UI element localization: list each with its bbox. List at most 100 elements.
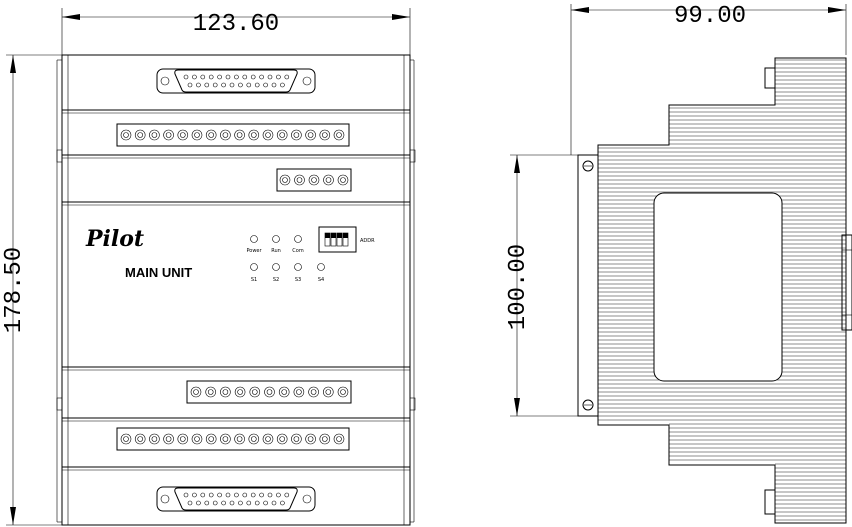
db-pin [242,74,248,80]
db-pin [259,74,264,80]
terminal-screw-head [137,132,143,138]
terminal-screw-head [293,436,300,442]
terminal-screw-head [222,132,229,138]
terminal-screw-head [340,177,346,183]
terminal-screw [264,386,275,398]
db-pin [192,492,197,498]
db-pin [212,500,218,506]
terminal-screw-head [123,436,129,442]
terminal-screw [163,433,174,445]
terminal-screw-head [310,389,317,395]
terminal-screw-head [321,132,328,138]
db-pin [192,74,197,80]
side-width-dimension: 99.00 [570,3,847,155]
db-pin [238,82,243,88]
db-pin [221,500,226,506]
front-view: 123.60 178.50 [1,8,416,526]
db-pin [200,74,206,80]
terminal-screw [319,433,331,445]
terminal-screw-head [279,436,286,442]
led-label-s2: S2 [273,277,279,283]
terminal-screw-head [266,389,273,395]
terminal-screw-head [180,132,186,138]
terminal-screw [323,174,334,186]
terminal-screw-head [222,436,229,442]
terminal-screw-head [207,389,214,395]
db-pin [254,500,260,506]
terminal-screw [319,129,331,141]
terminal-screw [248,129,260,141]
terminal-screw [291,129,302,141]
terminal-screw [205,433,217,445]
terminal-screw [191,129,203,141]
terminal-screw [333,433,345,445]
height-value: 178.50 [1,247,28,333]
led-com [294,235,302,243]
terminal-screw [333,129,345,141]
db-pin [276,492,281,498]
db-pin [204,500,210,506]
db-pin [187,500,193,506]
db-pin [259,492,264,498]
side-view: 99.00 100.00 [505,3,852,524]
db-pin [234,492,239,498]
db-pin [284,492,290,498]
status-leds-top: Power Run Com [246,235,304,254]
terminal-screw [293,386,305,398]
db-pin [187,82,193,88]
terminal-screw-head [307,132,314,138]
terminal-block-4 [116,427,350,451]
terminal-screw-head [252,389,258,395]
terminal-screw-head [151,132,158,138]
db-pin [217,74,222,80]
led-label-s3: S3 [295,277,301,283]
db-pin [225,74,231,80]
terminal-screw-head [311,177,317,183]
terminal-screw-head [165,436,172,442]
terminal-screw-head [281,389,288,395]
width-dimension: 123.60 [61,8,411,55]
terminal-screw-head [279,132,286,138]
terminal-screw-head [222,389,229,395]
db-pin [196,500,201,506]
terminal-screw [248,433,260,445]
db-pin [267,492,273,498]
terminal-screw [305,129,316,141]
terminal-screw-head [321,436,328,442]
terminal-screw-head [194,132,200,138]
db-pin [276,74,281,80]
db-pin [246,82,252,88]
db-pin [212,82,218,88]
terminal-screw-head [151,436,158,442]
terminal-screw [120,433,132,445]
led-label-com: Com [292,248,304,254]
db-pin [238,500,243,506]
terminal-screw-head [340,389,346,395]
terminal-screw [291,433,302,445]
db-pin [250,74,256,80]
led-label-run: Run [271,248,281,254]
terminal-screw-head [296,389,302,395]
db-pin [221,82,226,88]
terminal-screw [294,174,305,186]
side-width-value: 99.00 [674,3,746,30]
terminal-screw-head [325,389,332,395]
heatsink-body [577,57,852,524]
terminal-block-3 [186,380,352,404]
db-pin [246,500,252,506]
terminal-screw-head [137,436,143,442]
db-pin [200,492,206,498]
db-pin [271,500,277,506]
terminal-screw-head [282,177,288,183]
terminal-screw [234,433,245,445]
led-s4 [317,263,325,271]
terminal-screw [163,129,174,141]
db-pin [263,500,268,506]
status-leds-bottom: S1 S2 S3 S4 [250,263,325,283]
terminal-screw [337,386,349,398]
db-pin [183,74,189,80]
terminal-screw [177,129,189,141]
terminal-screw-head [265,132,271,138]
terminal-screw [305,433,316,445]
terminal-screw-head [265,436,271,442]
